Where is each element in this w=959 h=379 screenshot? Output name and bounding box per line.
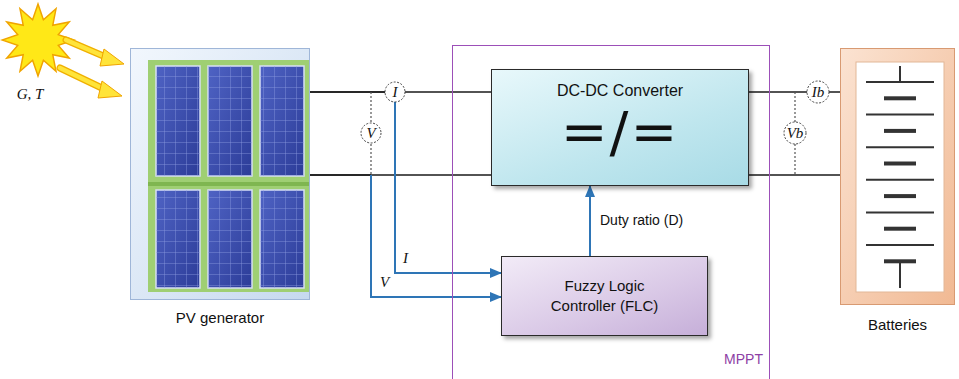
pv-cell-grid [260,66,304,176]
battery-plate [866,211,934,213]
connector-line [371,175,501,297]
battery-plate [884,129,916,133]
connector [310,92,491,175]
connector [310,92,501,273]
sun-symbol [100,49,124,66]
sensor-label: I [393,84,398,101]
node-symbol: =/= [492,102,748,162]
battery-pack [856,62,944,292]
pv-cell [208,66,252,176]
node-label: PV generator [111,309,329,326]
sensor-label: V [366,125,375,142]
connector-line [310,174,491,176]
battery-plate [884,227,916,231]
converter-box: DC-DC Converter =/= [491,69,749,186]
sensor-circle [361,123,381,143]
pv-cell-grid [208,190,252,288]
connector [590,186,591,256]
battery-plate [866,114,934,116]
pv-panel [130,48,310,300]
connector-label: V [380,274,389,291]
connector [310,175,501,297]
connector-label: Duty ratio (D) [600,212,683,228]
sun-symbol [66,40,108,58]
pv-cell [156,190,200,288]
battery-plate [884,259,916,263]
battery-pack [840,48,955,305]
battery-pack [866,66,934,288]
battery-plate [866,146,934,148]
pv-cell [260,190,304,288]
controller-box: Fuzzy Logic Controller (FLC) [501,256,708,336]
pv-cell-grid [260,190,304,288]
pv-cell-grid [156,66,200,176]
sun-symbol [60,68,106,90]
battery-plate [884,194,916,198]
battery-plate [866,244,934,246]
pv-panel [148,182,310,186]
pv-cell-grid [208,66,252,176]
battery-bank: Batteries [840,48,955,305]
node-label: Fuzzy Logic Controller (FLC) [532,276,677,316]
pv-panel [148,60,310,292]
connector-line [310,174,371,176]
connector [749,92,840,175]
sun-symbol [2,4,124,98]
pv-cell [156,66,200,176]
battery-plate [866,179,934,181]
sun-symbol [60,68,106,90]
pv-panel [130,48,310,300]
connector-label: I [403,250,408,267]
battery-pack [840,48,955,305]
connector-line [310,91,395,93]
sensor-circle [385,82,405,102]
connector-line [749,174,840,176]
sun-symbol [98,81,122,98]
irradiance-label: G, T [17,86,44,103]
pv-cell [260,66,304,176]
node-label: Batteries [821,316,959,333]
sensor-label: Ib [812,84,825,101]
node-label: MPPT [724,351,763,367]
battery-plate [884,96,916,100]
pv-panel [156,66,304,288]
connector-line [395,92,501,273]
pv-generator: PV generator [130,48,310,300]
node-label: DC-DC Converter [492,82,748,100]
battery-plate [884,162,916,166]
sensor-label: Vb [787,125,804,142]
connector-line [589,186,591,256]
pv-cell [208,190,252,288]
pv-cell-grid [156,190,200,288]
battery-plate [866,81,934,83]
sun-symbol [66,40,108,58]
sensor-circle [807,81,829,103]
sensor-circle [784,122,806,144]
